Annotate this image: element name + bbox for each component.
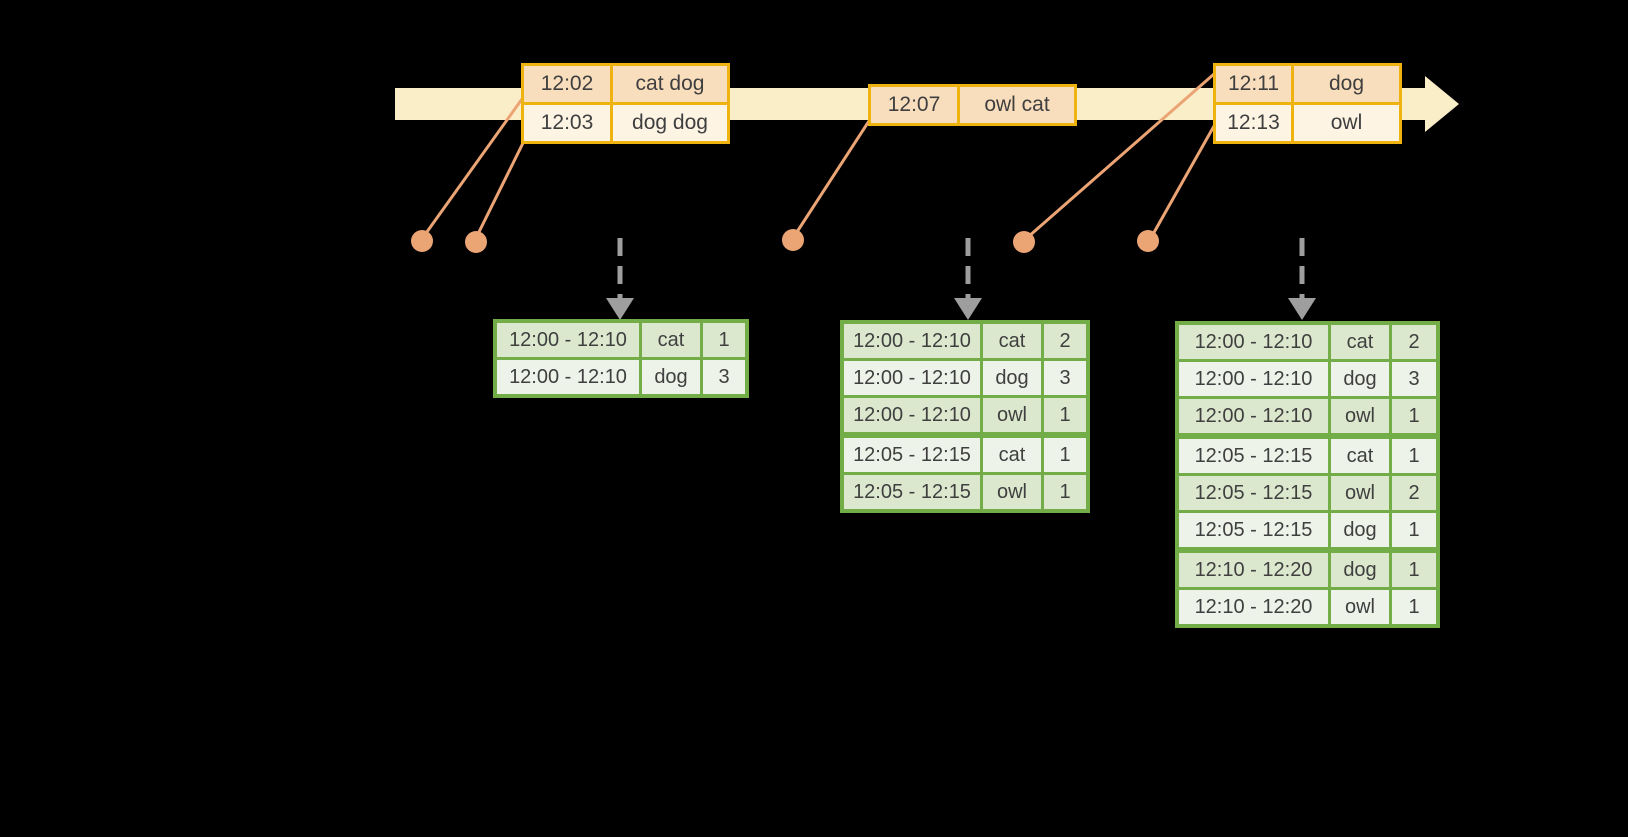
count-cell: 3 [703, 360, 745, 394]
word-cell: owl [1331, 590, 1389, 624]
count-cell: 2 [1044, 324, 1086, 358]
word-cell: dog [1331, 362, 1389, 396]
window-cell: 12:05 - 12:15 [844, 438, 980, 472]
connector-line [1150, 125, 1216, 237]
words-cell: owl cat [960, 87, 1074, 123]
window-cell: 12:10 - 12:20 [1179, 590, 1328, 624]
event-dot [465, 231, 487, 253]
window-cell: 12:00 - 12:10 [844, 398, 980, 432]
count-cell: 1 [1044, 398, 1086, 432]
count-cell: 1 [1044, 475, 1086, 509]
time-cell: 12:03 [524, 105, 610, 141]
event-dot [782, 229, 804, 251]
count-cell: 1 [1392, 590, 1436, 624]
event-dot [411, 230, 433, 252]
trigger-arrowhead-icon [1288, 298, 1316, 320]
connector-line [793, 120, 871, 236]
window-cell: 12:00 - 12:10 [1179, 362, 1328, 396]
word-cell: owl [1331, 476, 1389, 510]
count-cell: 3 [1392, 362, 1436, 396]
window-cell: 12:00 - 12:10 [844, 324, 980, 358]
count-cell: 3 [1044, 361, 1086, 395]
words-cell: cat dog [613, 66, 727, 102]
word-cell: cat [1331, 439, 1389, 473]
timeline-arrowhead-icon [1425, 76, 1459, 132]
count-cell: 2 [1392, 325, 1436, 359]
word-cell: cat [983, 324, 1041, 358]
count-cell: 1 [1392, 439, 1436, 473]
connector-line [475, 140, 526, 237]
trigger-arrowhead-icon [954, 298, 982, 320]
words-cell: dog dog [613, 105, 727, 141]
word-cell: cat [1331, 325, 1389, 359]
word-cell: owl [983, 475, 1041, 509]
word-cell: dog [1331, 513, 1389, 547]
word-cell: owl [983, 398, 1041, 432]
word-cell: owl [1331, 399, 1389, 433]
words-cell: dog [1294, 66, 1399, 102]
word-cell: cat [983, 438, 1041, 472]
count-cell: 1 [1392, 513, 1436, 547]
window-cell: 12:05 - 12:15 [1179, 439, 1328, 473]
window-cell: 12:05 - 12:15 [1179, 513, 1328, 547]
words-cell: owl [1294, 105, 1399, 141]
word-cell: cat [642, 323, 700, 357]
time-cell: 12:02 [524, 66, 610, 102]
window-cell: 12:00 - 12:10 [844, 361, 980, 395]
count-cell: 1 [1392, 399, 1436, 433]
event-dot [1013, 231, 1035, 253]
time-cell: 12:13 [1216, 105, 1291, 141]
window-cell: 12:00 - 12:10 [1179, 325, 1328, 359]
window-cell: 12:05 - 12:15 [844, 475, 980, 509]
count-cell: 1 [1044, 438, 1086, 472]
time-cell: 12:07 [871, 87, 957, 123]
trigger-arrowhead-icon [606, 298, 634, 320]
word-cell: dog [642, 360, 700, 394]
word-cell: dog [1331, 553, 1389, 587]
window-cell: 12:05 - 12:15 [1179, 476, 1328, 510]
time-cell: 12:11 [1216, 66, 1291, 102]
word-cell: dog [983, 361, 1041, 395]
count-cell: 1 [703, 323, 745, 357]
window-cell: 12:00 - 12:10 [497, 323, 639, 357]
count-cell: 1 [1392, 553, 1436, 587]
window-cell: 12:00 - 12:10 [1179, 399, 1328, 433]
event-dot [1137, 230, 1159, 252]
window-cell: 12:10 - 12:20 [1179, 553, 1328, 587]
window-cell: 12:00 - 12:10 [497, 360, 639, 394]
count-cell: 2 [1392, 476, 1436, 510]
